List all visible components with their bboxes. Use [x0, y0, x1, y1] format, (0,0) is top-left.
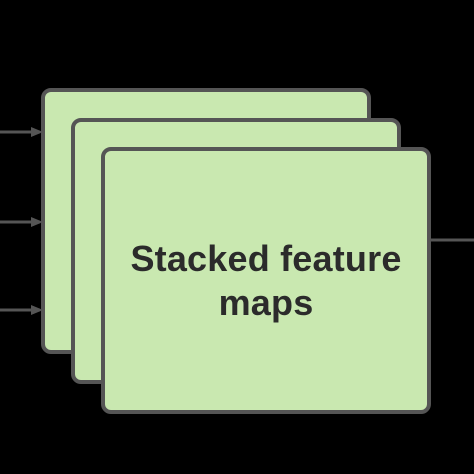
- feature-map-front: [101, 147, 431, 414]
